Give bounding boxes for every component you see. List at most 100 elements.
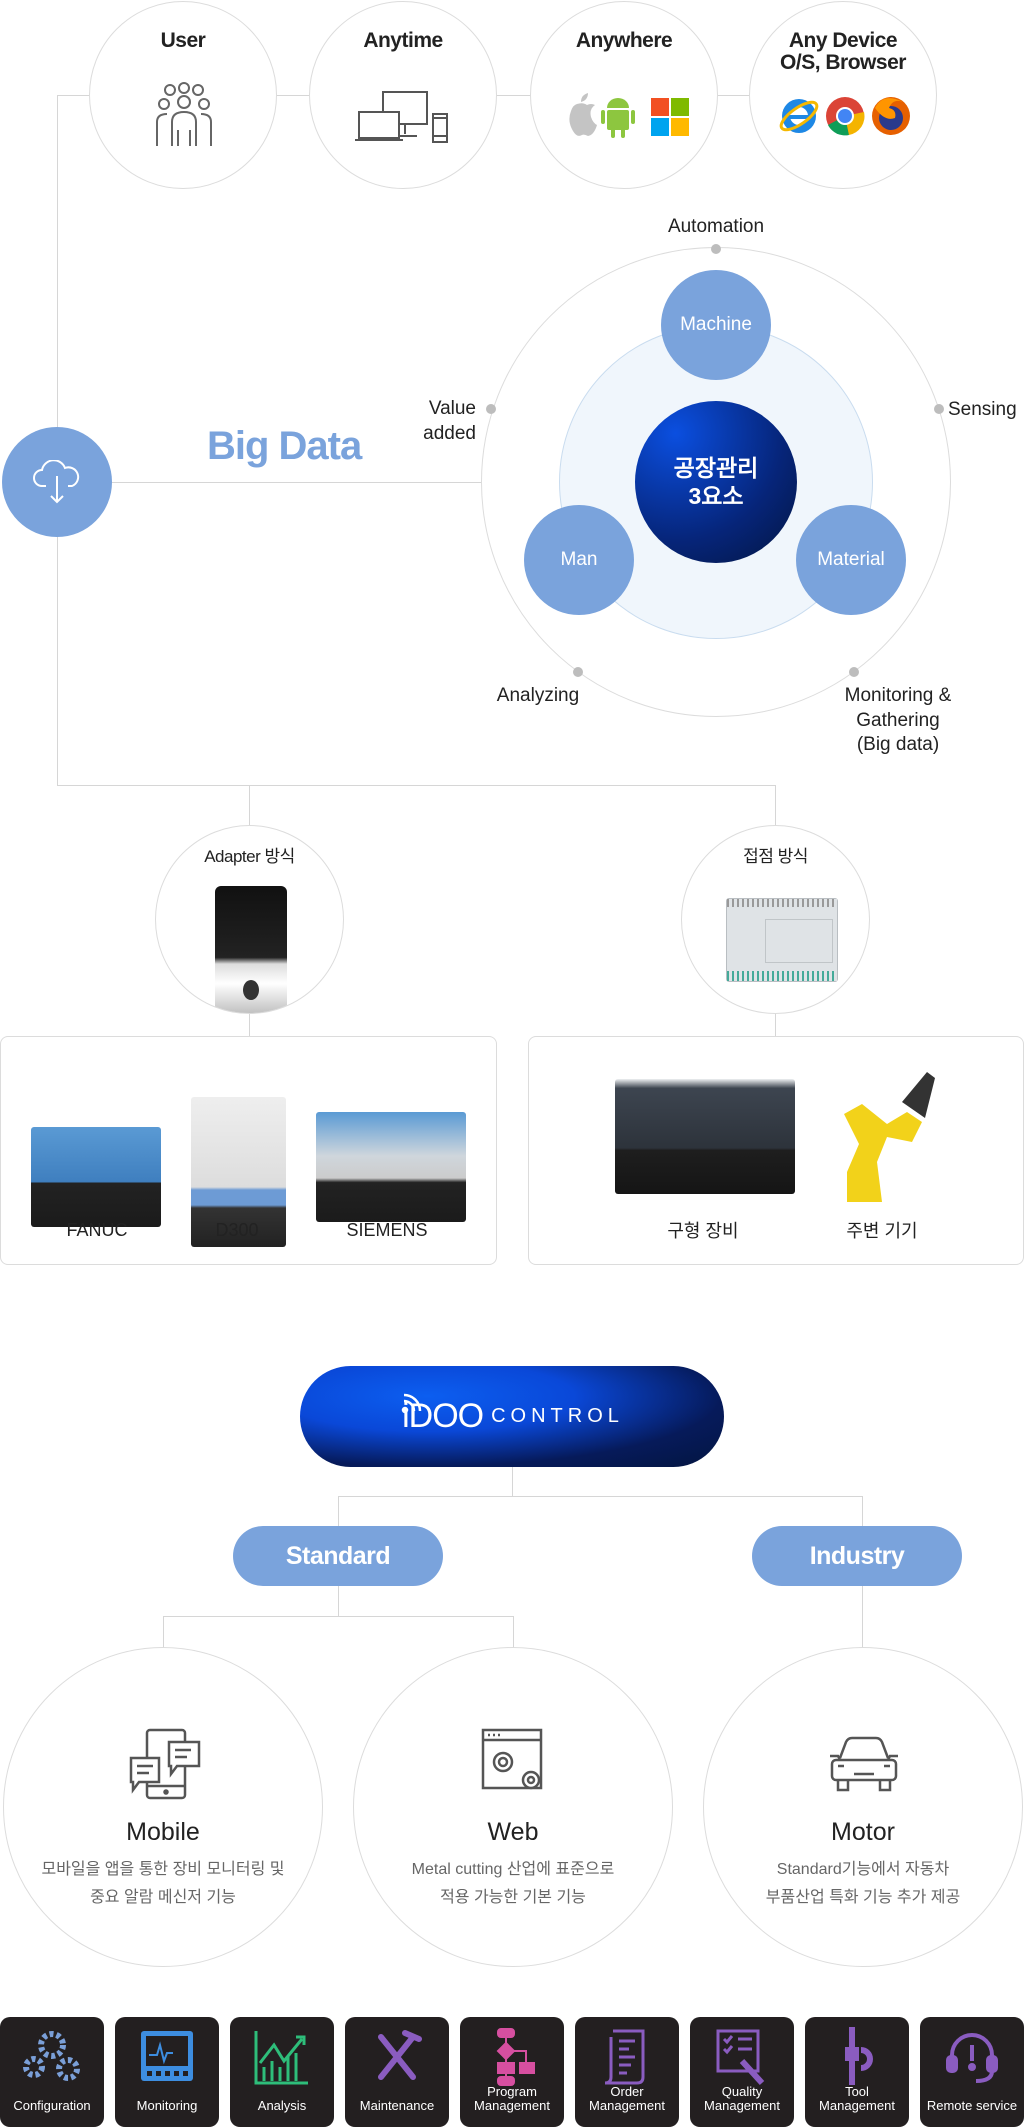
label-line: Monitoring	[136, 2098, 198, 2113]
contact-machines-box: 구형 장비 주변 기기	[528, 1036, 1024, 1265]
module-remote-service[interactable]: Remote service	[920, 2017, 1024, 2127]
circle-subtitle: O/S, Browser	[780, 51, 906, 74]
element-label: Machine	[680, 314, 752, 335]
connector-line	[163, 1616, 513, 1617]
element-label: Man	[560, 549, 598, 570]
idoo-control-logo: iDOO CONTROL	[300, 1366, 724, 1467]
core-title: 공장관리	[673, 455, 759, 481]
signal-icon	[401, 1393, 422, 1413]
ring-dot	[711, 244, 721, 254]
connector-line	[249, 1010, 250, 1038]
any-device-circle: Any Device O/S, Browser	[749, 1, 937, 189]
label-line: Management	[589, 2098, 665, 2113]
label-line: Maintenance	[359, 2098, 435, 2113]
gears-icon	[23, 2031, 80, 2081]
module-label: Remote service	[920, 2099, 1024, 2113]
os-logos-icon	[569, 93, 689, 138]
desc-line: 부품산업 특화 기능 추가 제공	[765, 1889, 961, 1906]
label-line: Program	[487, 2084, 537, 2099]
module-configuration[interactable]: Configuration	[0, 2017, 104, 2127]
desc-line: 적용 가능한 기본 기능	[440, 1889, 586, 1906]
contact-title: 접점 방식	[743, 847, 808, 866]
label-line: Configuration	[13, 2098, 91, 2113]
label-line: Analysis	[257, 2098, 307, 2113]
user-circle: User	[89, 1, 277, 189]
machine-label: D300	[215, 1220, 259, 1240]
module-label: Configuration	[0, 2099, 104, 2113]
module-label: Analysis	[230, 2099, 334, 2113]
big-data-label: Big Data	[207, 424, 362, 468]
connector-line	[338, 1586, 339, 1616]
label-line: Management	[819, 2098, 895, 2113]
logo-sub: CONTROL	[491, 1405, 624, 1427]
desc-line: 모바일을 앱을 통한 장비 모니터링 및	[41, 1861, 285, 1878]
devices-icon	[355, 91, 448, 143]
cloud-download-icon	[33, 460, 80, 504]
desc-line: Metal cutting 산업에 표준으로	[411, 1861, 615, 1878]
connector-line	[512, 1467, 513, 1496]
element-label: Material	[817, 549, 885, 570]
label-gathering: Gathering	[856, 710, 940, 731]
connector-line	[57, 482, 482, 483]
anytime-circle: Anytime	[309, 1, 497, 189]
circle-title: Anywhere	[575, 29, 673, 52]
module-maintenance[interactable]: Maintenance	[345, 2017, 449, 2127]
element-material: Material	[796, 505, 906, 615]
module-monitoring[interactable]: Monitoring	[115, 2017, 219, 2127]
feature-title: Mobile	[126, 1818, 200, 1846]
label-added: added	[423, 423, 476, 444]
chart-icon	[254, 2031, 308, 2085]
d300-machine-image	[191, 1097, 286, 1247]
adapter-circle: Adapter 방식	[155, 825, 344, 1014]
label-monitoring: Monitoring &	[844, 685, 952, 706]
web-settings-icon	[481, 1728, 543, 1790]
standard-edition-button[interactable]: Standard	[233, 1526, 443, 1586]
label-value: Value	[428, 398, 476, 419]
module-label: Monitoring	[115, 2099, 219, 2113]
element-man: Man	[524, 505, 634, 615]
label-analyzing: Analyzing	[496, 685, 580, 706]
module-analysis[interactable]: Analysis	[230, 2017, 334, 2127]
core-subtitle: 3요소	[688, 483, 744, 509]
tools-icon	[378, 2030, 422, 2080]
anywhere-circle: Anywhere	[530, 1, 718, 189]
car-icon	[830, 1736, 898, 1792]
industry-edition-button[interactable]: Industry	[752, 1526, 962, 1586]
label-line: Tool	[845, 2084, 869, 2099]
connector-line	[57, 785, 775, 786]
label-line: Management	[474, 2098, 550, 2113]
desc-line: Standard기능에서 자동차	[776, 1861, 950, 1878]
connector-line	[775, 785, 776, 825]
connector-line	[163, 1616, 164, 1647]
factory-core: 공장관리 3요소	[635, 401, 797, 563]
label-line: Order	[610, 2084, 644, 2099]
label-line: Quality	[721, 2084, 763, 2099]
connector-line	[775, 1010, 776, 1038]
feature-title: Web	[487, 1818, 539, 1846]
cloud-download-button[interactable]	[2, 427, 112, 537]
adapter-machines-box: FANUC D300 SIEMENS	[0, 1036, 497, 1265]
machine-label: 구형 장비	[667, 1221, 739, 1241]
label-line: Management	[704, 2098, 780, 2113]
monitor-icon	[141, 2031, 193, 2081]
connector-line	[513, 1616, 514, 1647]
circle-title: Any Device	[788, 29, 898, 52]
headset-alert-icon	[946, 2033, 998, 2083]
checklist-icon	[716, 2029, 765, 2086]
browser-logos-icon	[779, 97, 910, 136]
circle-title: User	[160, 29, 206, 52]
flowchart-icon	[496, 2028, 535, 2086]
feature-title: Motor	[831, 1818, 895, 1846]
document-scroll-icon	[604, 2029, 645, 2085]
